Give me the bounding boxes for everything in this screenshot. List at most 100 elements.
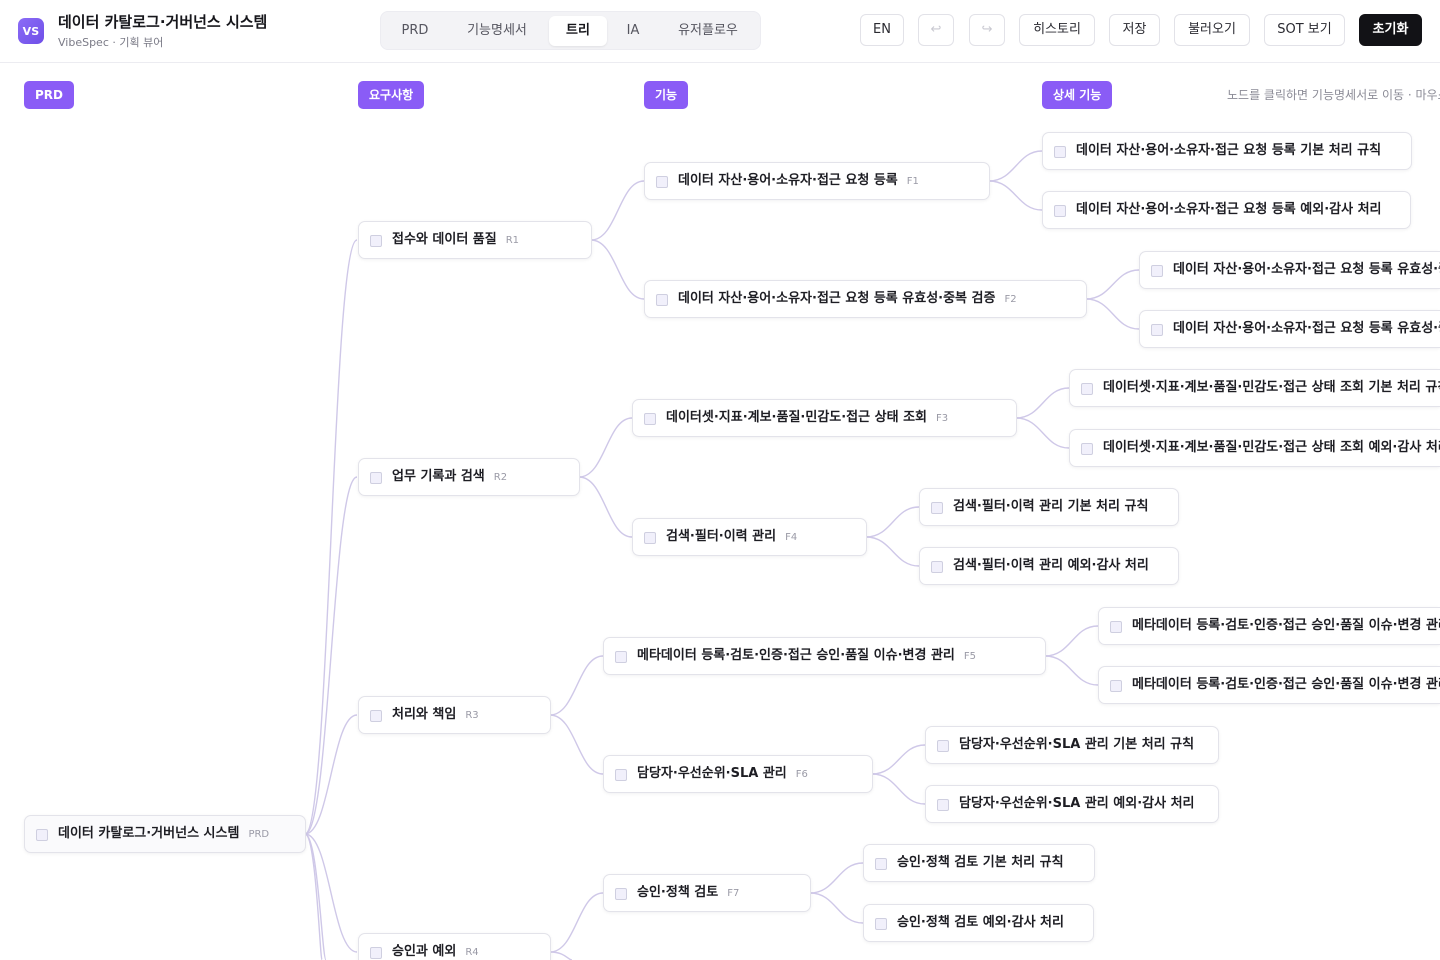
- history-button[interactable]: 히스토리: [1019, 14, 1095, 46]
- tree-node-detail[interactable]: 데이터 자산·용어·소유자·접근 요청 등록 유효성·중복 검증 기본 처리 규…: [1139, 251, 1440, 289]
- node-checkbox[interactable]: [615, 888, 627, 900]
- node-checkbox[interactable]: [644, 532, 656, 544]
- tree-node-detail[interactable]: 검색·필터·이력 관리 기본 처리 규칙: [919, 488, 1179, 526]
- node-code: F1: [906, 176, 919, 187]
- node-checkbox[interactable]: [937, 740, 949, 752]
- undo-icon: ↩: [930, 22, 942, 37]
- node-checkbox[interactable]: [1054, 205, 1066, 217]
- node-label: 데이터 자산·용어·소유자·접근 요청 등록 유효성·중복 검증 기본 처리 규…: [1173, 262, 1440, 277]
- column-label-features: 기능: [644, 81, 689, 109]
- tree-node-detail[interactable]: 데이터 자산·용어·소유자·접근 요청 등록 예외·감사 처리: [1042, 191, 1411, 229]
- node-code: PRD: [248, 829, 270, 840]
- node-code: R4: [465, 947, 479, 958]
- node-checkbox[interactable]: [1081, 383, 1093, 395]
- node-label: 데이터 자산·용어·소유자·접근 요청 등록 예외·감사 처리: [1076, 202, 1382, 217]
- tree-node-detail[interactable]: 데이터셋·지표·계보·품질·민감도·접근 상태 조회 기본 처리 규칙: [1069, 369, 1440, 407]
- node-checkbox[interactable]: [370, 235, 382, 247]
- column-label-prd: PRD: [24, 81, 74, 109]
- app-subtitle: VibeSpec · 기획 뷰어: [58, 36, 164, 49]
- column-label-requirements: 요구사항: [358, 81, 425, 109]
- app-header: VS 데이터 카탈로그·거버넌스 시스템 VibeSpec · 기획 뷰어 PR…: [0, 0, 1440, 63]
- node-checkbox[interactable]: [931, 502, 943, 514]
- tree-node-detail[interactable]: 메타데이터 등록·검토·인증·접근 승인·품질 이슈·변경 관리 기본 처리 규…: [1098, 607, 1440, 645]
- node-checkbox[interactable]: [644, 413, 656, 425]
- tree-node-detail[interactable]: 검색·필터·이력 관리 예외·감사 처리: [919, 547, 1179, 585]
- tab-ia[interactable]: IA: [626, 23, 640, 38]
- node-label: 담당자·우선순위·SLA 관리 기본 처리 규칙: [959, 737, 1195, 752]
- sot-view-button[interactable]: SOT 보기: [1264, 14, 1345, 46]
- node-checkbox[interactable]: [656, 294, 668, 306]
- tree-node-detail[interactable]: 데이터 자산·용어·소유자·접근 요청 등록 유효성·중복 검증 예외·감사 처…: [1139, 310, 1440, 348]
- node-checkbox[interactable]: [656, 176, 668, 188]
- tab-tree[interactable]: 트리: [549, 16, 607, 46]
- node-label: 데이터셋·지표·계보·품질·민감도·접근 상태 조회 예외·감사 처리: [1103, 440, 1440, 455]
- language-button[interactable]: EN: [860, 14, 904, 46]
- tree-node-detail[interactable]: 데이터셋·지표·계보·품질·민감도·접근 상태 조회 예외·감사 처리: [1069, 429, 1440, 467]
- node-code: F7: [727, 888, 740, 899]
- canvas-hint: 노드를 클릭하면 기능명세서로 이동 · 마우스: [1227, 88, 1440, 102]
- node-code: F2: [1004, 294, 1017, 305]
- node-code: F6: [795, 769, 808, 780]
- reset-button[interactable]: 초기화: [1359, 14, 1422, 46]
- undo-button[interactable]: ↩: [918, 14, 954, 46]
- node-checkbox[interactable]: [36, 829, 48, 841]
- node-label: 검색·필터·이력 관리 기본 처리 규칙: [953, 499, 1149, 514]
- tree-node-detail[interactable]: 승인·정책 검토 기본 처리 규칙: [863, 844, 1095, 882]
- node-checkbox[interactable]: [1151, 324, 1163, 336]
- app-logo: VS: [18, 18, 44, 44]
- node-checkbox[interactable]: [1081, 443, 1093, 455]
- node-checkbox[interactable]: [1110, 621, 1122, 633]
- tab-feature-spec[interactable]: 기능명세서: [467, 23, 527, 38]
- node-checkbox[interactable]: [937, 799, 949, 811]
- node-checkbox[interactable]: [875, 858, 887, 870]
- node-checkbox[interactable]: [1110, 680, 1122, 692]
- node-label: 데이터 자산·용어·소유자·접근 요청 등록 유효성·중복 검증 예외·감사 처…: [1173, 321, 1440, 336]
- node-code: F4: [785, 532, 798, 543]
- node-checkbox[interactable]: [370, 472, 382, 484]
- tree-node-detail[interactable]: 메타데이터 등록·검토·인증·접근 승인·품질 이슈·변경 관리 예외·감사 처…: [1098, 666, 1440, 704]
- tree-node-detail[interactable]: 담당자·우선순위·SLA 관리 기본 처리 규칙: [925, 726, 1219, 764]
- redo-button[interactable]: ↪: [969, 14, 1005, 46]
- save-button[interactable]: 저장: [1109, 14, 1160, 46]
- node-code: F3: [935, 413, 949, 424]
- node-label: 데이터셋·지표·계보·품질·민감도·접근 상태 조회 기본 처리 규칙: [1103, 380, 1440, 395]
- load-button[interactable]: 불러오기: [1174, 14, 1250, 46]
- column-label-details: 상세 기능: [1042, 81, 1113, 109]
- tree-canvas[interactable]: PRD 요구사항 기능 상세 기능 노드를 클릭하면 기능명세서로 이동 · 마…: [0, 64, 1440, 960]
- node-checkbox[interactable]: [370, 947, 382, 959]
- node-checkbox[interactable]: [931, 561, 943, 573]
- tree-node-detail[interactable]: 승인·정책 검토 예외·감사 처리: [863, 904, 1094, 942]
- tab-userflow[interactable]: 유저플로우: [678, 23, 738, 38]
- tree-node-detail[interactable]: 데이터 자산·용어·소유자·접근 요청 등록 기본 처리 규칙: [1042, 132, 1412, 170]
- tab-prd[interactable]: PRD: [401, 23, 429, 38]
- node-checkbox[interactable]: [370, 710, 382, 722]
- tree-node-detail[interactable]: 담당자·우선순위·SLA 관리 예외·감사 처리: [925, 785, 1219, 823]
- node-label: 승인·정책 검토 기본 처리 규칙: [897, 855, 1064, 870]
- node-checkbox[interactable]: [875, 918, 887, 930]
- node-checkbox[interactable]: [1151, 265, 1163, 277]
- node-checkbox[interactable]: [615, 769, 627, 781]
- node-checkbox[interactable]: [615, 651, 627, 663]
- node-checkbox[interactable]: [1054, 146, 1066, 158]
